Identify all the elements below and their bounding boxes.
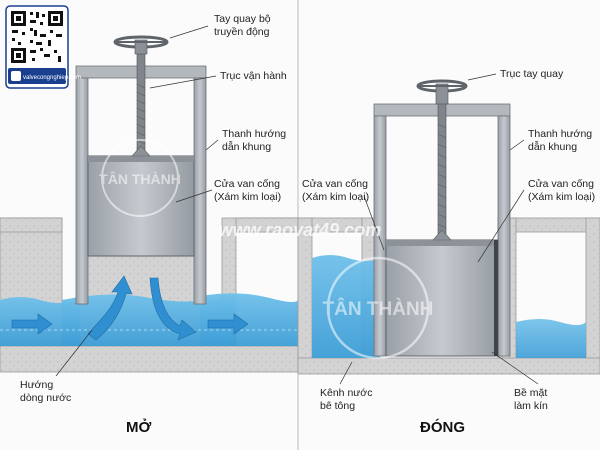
label-gate-left-2: (Xám kim loại): [214, 191, 281, 203]
guide-rail-left-b: [193, 77, 207, 305]
channel-floor-left: [0, 345, 299, 373]
svg-text:TÂN THÀNH: TÂN THÀNH: [99, 170, 181, 187]
closed-gate-panel: Trục tay quay Thanh hướng dẫn khung Cửa …: [297, 68, 600, 436]
label-handwheel-left-2: truyền động: [214, 26, 270, 38]
watermark-site: www.raovat49.com: [219, 220, 381, 240]
flow-arrows-left: [11, 275, 249, 341]
svg-text:TÂN THÀNH: TÂN THÀNH: [323, 298, 434, 320]
concrete-wall-right-b: [585, 217, 600, 369]
label-flow-2: dòng nước: [20, 392, 71, 404]
label-seal-2: làm kín: [514, 400, 548, 412]
label-gate-right-a-2: (Xám kim loại): [302, 191, 369, 203]
label-gate-right-b: Cửa van cống: [528, 178, 594, 190]
label-channel-2: bê tông: [320, 400, 355, 412]
gate-plate-left: [87, 155, 195, 257]
channel-floor-right: [297, 357, 600, 375]
caption-closed: ĐÓNG: [420, 418, 465, 436]
qr-url: valvecongnghiep.com: [23, 75, 81, 81]
seal-surface: [494, 240, 498, 356]
label-seal: Bề mặt: [514, 387, 547, 399]
qr-code-icon: [11, 11, 63, 63]
open-gate-panel: Tay quay bộ truyền động Trục vận hành Th…: [0, 13, 299, 436]
caption-open: MỞ: [126, 418, 151, 436]
stem-left: [136, 51, 146, 163]
watermark-brand-left: TÂN THÀNH: [99, 139, 181, 217]
label-gate-right-a: Cửa van cống: [302, 178, 368, 190]
label-gate-right-b-2: (Xám kim loại): [528, 191, 595, 203]
guide-rail-right-a: [373, 115, 387, 357]
label-guide-left: Thanh hướng: [222, 128, 286, 140]
watermark-brand-right: TÂN THÀNH: [323, 256, 434, 360]
label-handwheel-left: Tay quay bộ: [214, 13, 271, 25]
label-guide-right: Thanh hướng: [528, 128, 592, 140]
label-stem-left: Trục vận hành: [220, 70, 287, 82]
water-downstream-right: [516, 319, 586, 358]
label-guide-right-2: dẫn khung: [528, 140, 577, 153]
label-guide-left-2: dẫn khung: [222, 140, 271, 153]
water-downstream-left: [200, 293, 299, 346]
qr-badge: valvecongnghiep.com: [5, 5, 81, 89]
water-upstream-right: [312, 255, 380, 358]
guide-rail-left-a: [75, 77, 89, 305]
label-flow: Hướng: [20, 379, 53, 391]
guide-rail-right-b: [497, 115, 511, 357]
label-gate-left: Cửa van cống: [214, 178, 280, 190]
label-channel: Kênh nước: [320, 387, 372, 399]
stem-right: [437, 91, 447, 243]
concrete-wall-right-a: [297, 217, 313, 369]
label-handwheel-right: Trục tay quay: [500, 68, 564, 80]
